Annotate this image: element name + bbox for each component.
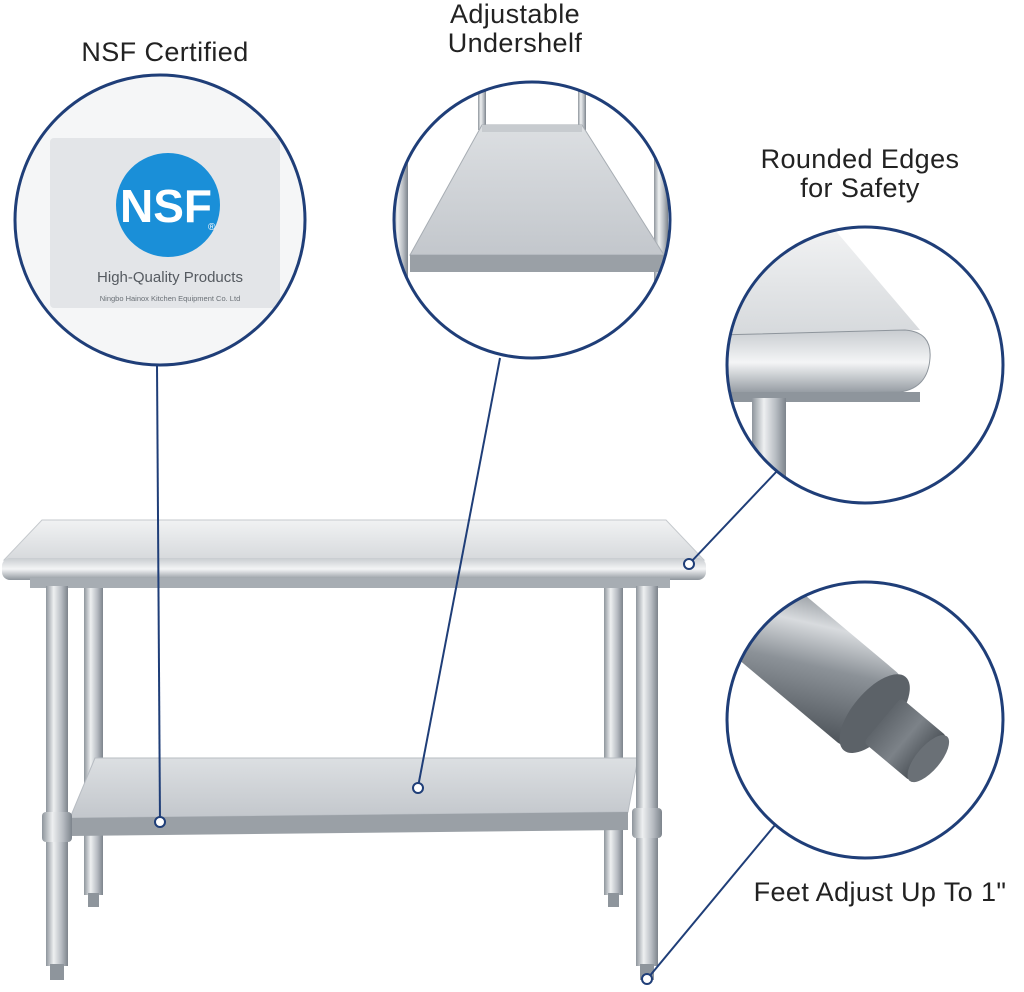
edges-line-2: for Safety (800, 173, 920, 203)
leader-dots (154, 558, 695, 985)
tabletop-apron (30, 578, 670, 588)
undershelf-anchor-dot (412, 782, 424, 794)
edge-leg-icon (752, 398, 786, 503)
undershelf-leader-line (417, 357, 501, 788)
edges-line-1: Rounded Edges (760, 144, 960, 174)
front-right-shelf-bracket (632, 808, 662, 838)
edges-anchor-dot (683, 558, 695, 570)
work-table (2, 519, 706, 980)
feet-adjust-title: Feet Adjust Up To 1" (753, 877, 1007, 907)
nsf-manufacturer: Ningbo Hainox Kitchen Equipment Co. Ltd (100, 294, 241, 303)
leader-lines (156, 357, 779, 979)
nsf-callout-circle: NSF ® High-Quality Products Ningbo Haino… (13, 73, 307, 367)
feet-callout-circle (725, 580, 1005, 860)
shelf-post-left-icon (478, 82, 486, 130)
rounded-edges-label: Rounded Edges for Safety (740, 145, 980, 203)
undershelf-line-1: Adjustable (449, 0, 581, 29)
undershelf-line-2: Undershelf (447, 28, 583, 58)
nsf-leader-line (156, 364, 161, 823)
rounded-edge-icon (727, 329, 931, 396)
nsf-registered-mark: ® (208, 222, 216, 233)
shelf-post-right-icon (578, 82, 586, 130)
adjustable-undershelf-label: Adjustable Undershelf (400, 0, 630, 58)
undershelf-surface (69, 757, 639, 819)
front-left-foot (50, 964, 64, 980)
nsf-certified-title: NSF Certified (81, 37, 249, 67)
edges-callout-circle (725, 225, 1005, 505)
nsf-tagline: High-Quality Products (97, 269, 243, 286)
nsf-logo-text: NSF (120, 180, 212, 232)
feet-leader-line (647, 824, 776, 979)
front-left-shelf-bracket (42, 812, 72, 842)
edges-leader-line (689, 469, 779, 564)
rear-left-leg (84, 575, 103, 895)
rear-right-foot (608, 893, 619, 907)
front-left-leg (46, 586, 68, 966)
feet-adjust-label: Feet Adjust Up To 1" (745, 878, 1015, 907)
tabletop-front-edge (2, 558, 706, 580)
nsf-logo-icon (116, 153, 220, 257)
feet-anchor-dot (641, 973, 653, 985)
nsf-certified-label: NSF Certified (40, 38, 290, 67)
leg-cap-icon (839, 674, 910, 754)
rear-right-leg (604, 575, 623, 895)
rear-left-foot (88, 893, 99, 907)
tabletop-surface (2, 519, 706, 561)
undershelf-front-lip (70, 812, 628, 836)
undershelf-callout-circle (392, 80, 672, 360)
front-right-leg (636, 586, 658, 966)
nsf-anchor-dot (154, 816, 166, 828)
